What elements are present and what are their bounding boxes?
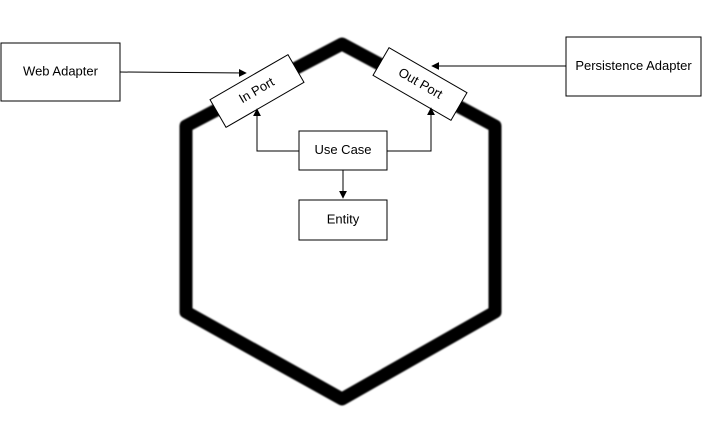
in-port-box xyxy=(209,53,305,129)
persistence-adapter-label: Persistence Adapter xyxy=(575,58,692,73)
entity-label: Entity xyxy=(327,211,360,226)
use-case-node[interactable]: Use Case xyxy=(298,130,388,171)
web-adapter-node[interactable]: Web Adapter xyxy=(0,42,121,102)
entity-node[interactable]: Entity xyxy=(298,199,388,241)
hexagon-boundary xyxy=(179,37,502,406)
entity-box xyxy=(298,199,388,241)
edge-use-case-to-in-port xyxy=(253,108,299,152)
persistence-adapter-node[interactable]: Persistence Adapter xyxy=(565,36,702,97)
web-adapter-box xyxy=(0,42,121,102)
out-port-box xyxy=(372,46,468,122)
web-adapter-label: Web Adapter xyxy=(23,63,99,78)
in-port-node[interactable]: In Port xyxy=(209,53,305,129)
edge-use-case-to-out-port xyxy=(387,107,435,152)
edge-web-adapter-to-in-port xyxy=(119,68,247,77)
out-port-node[interactable]: Out Port xyxy=(372,46,468,122)
persistence-adapter-box xyxy=(565,36,702,97)
use-case-label: Use Case xyxy=(314,142,371,157)
